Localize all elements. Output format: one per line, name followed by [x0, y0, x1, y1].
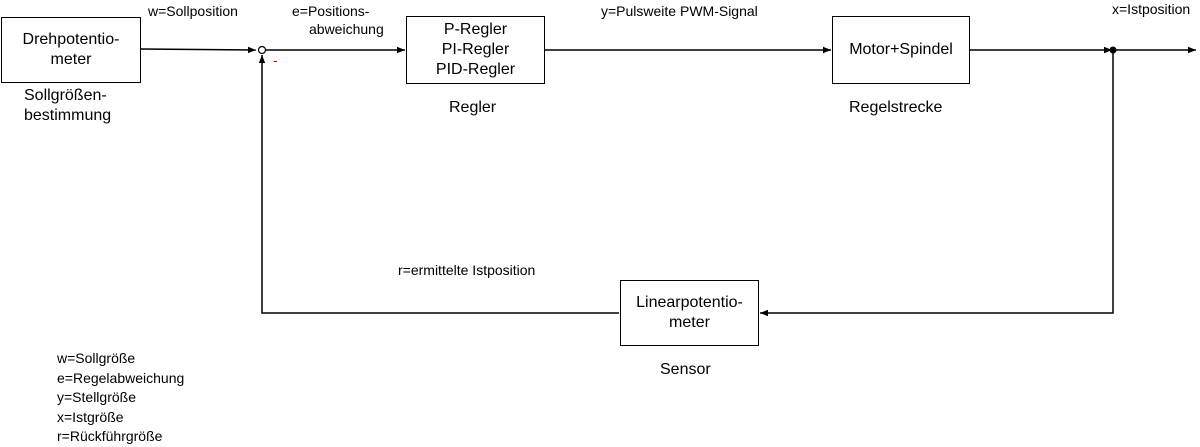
signal-label-y: y=Pulsweite PWM-Signal	[601, 3, 758, 19]
sensor-block-line-2: meter	[669, 314, 710, 331]
junction-minus-sign: -	[273, 52, 278, 68]
controller-block-line-2: PI-Regler	[441, 41, 510, 58]
arrow-w	[140, 46, 257, 54]
controller-block-line-3: PID-Regler	[435, 61, 516, 78]
signal-label-r: r=ermittelte Istposition	[398, 262, 536, 278]
setpoint-block-line-1: Drehpotentio-	[22, 31, 120, 48]
signal-label-e: e=Positions- abweichung	[292, 2, 392, 38]
controller-caption: Regler	[449, 99, 497, 116]
plant-caption: Regelstrecke	[849, 99, 943, 116]
setpoint-block: Drehpotentio- meter	[1, 17, 141, 83]
setpoint-caption-line-1: Sollgrößen-	[24, 87, 107, 104]
legend-item-w: w=Sollgröße	[57, 350, 136, 366]
legend: w=Sollgröße e=Regelabweichung y=Stellgrö…	[57, 349, 184, 447]
setpoint-caption-line-2: bestimmung	[24, 107, 112, 124]
signal-label-x: x=Istposition	[1112, 1, 1191, 17]
sensor-block: Linearpotentio- meter	[620, 280, 759, 346]
legend-item-y: y=Stellgröße	[57, 389, 136, 405]
signal-label-e-line-1: e=Positions-	[292, 3, 370, 19]
controller-block: P-Regler PI-Regler PID-Regler	[406, 16, 545, 84]
arrow-r	[258, 55, 619, 314]
legend-item-r: r=Rückführgröße	[57, 428, 163, 444]
legend-item-x: x=Istgröße	[57, 408, 124, 425]
sensor-block-line-1: Linearpotentio-	[636, 294, 743, 311]
plant-block-line-1: Motor+Spindel	[849, 41, 953, 58]
controller-block-line-1: P-Regler	[443, 21, 508, 38]
signal-label-w: w=Sollposition	[148, 3, 238, 19]
setpoint-block-line-2: meter	[50, 51, 92, 68]
arrow-feedback-to-sensor	[760, 50, 1114, 317]
signal-label-e-line-2: abweichung	[309, 21, 384, 37]
sensor-caption: Sensor	[660, 361, 711, 378]
plant-block: Motor+Spindel	[832, 16, 970, 84]
summing-junction	[257, 45, 267, 55]
legend-item-e: e=Regelabweichung	[57, 369, 185, 386]
setpoint-caption: Sollgrößen- bestimmung	[24, 86, 111, 126]
